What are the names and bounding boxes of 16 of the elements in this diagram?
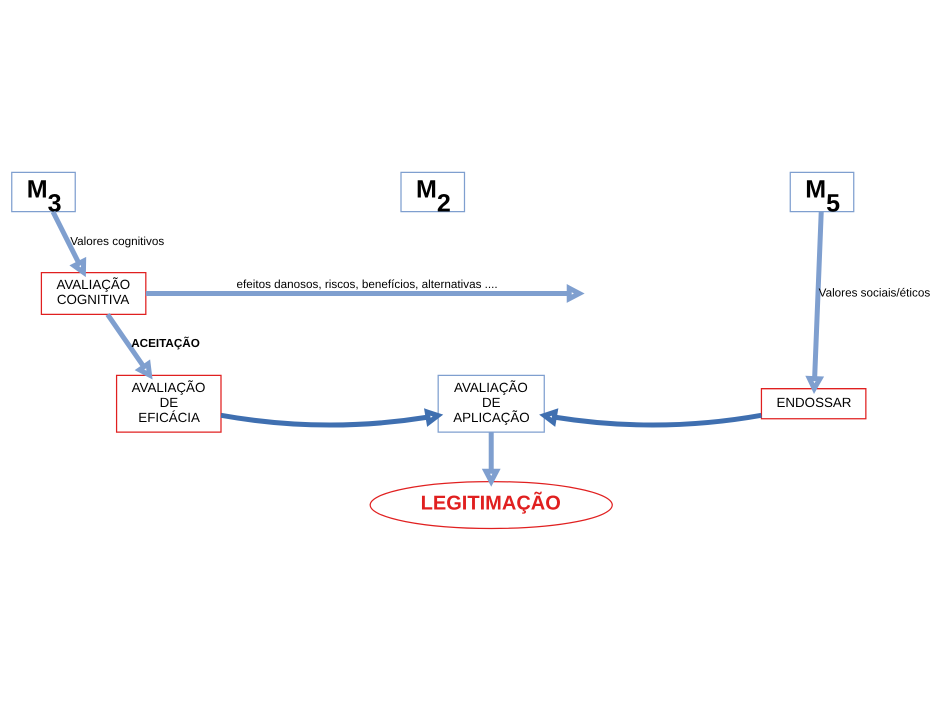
node-box: AVALIAÇÃO DE EFICÁCIA (116, 374, 222, 433)
arrow (50, 210, 86, 278)
edge-label: ACEITAÇÃO (131, 337, 200, 350)
edge-label: efeitos danosos, riscos, benefícios, alternativas .... (236, 278, 498, 291)
arrow (539, 408, 762, 428)
node-box: AVALIAÇÃO DE APLICAÇÃO (438, 374, 545, 433)
node-ellipse: LEGITIMAÇÃO (370, 480, 613, 530)
node-box: AVALIAÇÃO COGNITIVA (40, 272, 146, 315)
arrow (106, 313, 153, 380)
node-box: ENDOSSAR (760, 388, 866, 420)
arrow (220, 408, 444, 428)
edge-label: Valores cognitivos (70, 235, 164, 248)
edge-label: Valores sociais/éticos (818, 286, 930, 300)
arrow (805, 212, 824, 394)
arrow (482, 432, 501, 487)
arrow (146, 284, 585, 303)
